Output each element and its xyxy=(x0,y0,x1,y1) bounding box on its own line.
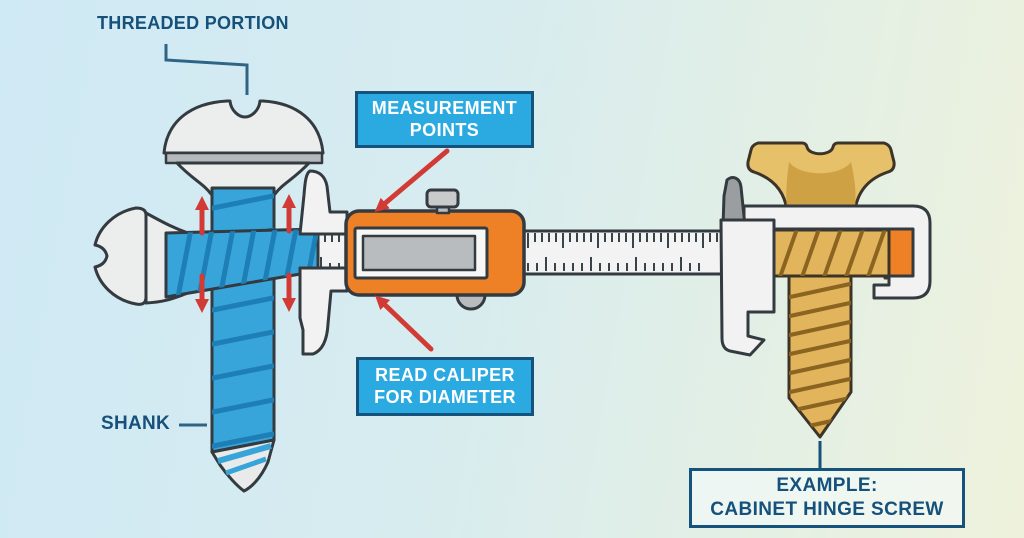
tick-or-ridge xyxy=(212,295,274,313)
connector-lines xyxy=(164,44,822,470)
slider-jaw xyxy=(719,218,776,357)
callout-line: READ CALIPER xyxy=(375,364,515,385)
callout-line: POINTS xyxy=(409,119,480,140)
tick-or-ridge xyxy=(789,320,851,337)
tick-or-ridge xyxy=(777,230,800,276)
tick-or-ridge xyxy=(212,329,274,347)
read-caliper-arrow xyxy=(375,295,434,352)
caliper-upper-jaw xyxy=(298,169,349,236)
example-line: CABINET HINGE SCREW xyxy=(710,499,944,520)
tip-thread-stripe xyxy=(217,443,272,464)
tick-or-ridge xyxy=(174,229,195,297)
tick-or-ridge xyxy=(865,230,888,276)
vertical-blue-screw xyxy=(162,99,325,493)
caliper-lower-jaw xyxy=(298,266,349,356)
tick-or-ridge xyxy=(789,396,851,413)
tick-or-ridge xyxy=(789,358,851,375)
lock-screw-cap xyxy=(425,188,460,209)
tick-or-ridge xyxy=(212,193,274,211)
tick-or-ridge xyxy=(789,377,851,394)
threaded-portion-label: THREADED PORTION xyxy=(97,13,289,33)
tick-or-ridge xyxy=(212,431,274,449)
caliper-right-end xyxy=(719,176,932,357)
tick-or-ridge xyxy=(821,230,844,276)
tip-thread-stripe xyxy=(225,456,267,476)
lcd-display xyxy=(361,234,477,272)
tick-or-ridge xyxy=(799,230,822,276)
measurement-points-callout: MEASUREMENT POINTS xyxy=(355,91,534,148)
threaded-portion-connector xyxy=(164,44,249,95)
measurement-point-arrows xyxy=(195,148,450,352)
right-frame-bracket xyxy=(742,204,932,300)
callout-line: MEASUREMENT xyxy=(371,97,518,118)
screw-head xyxy=(93,206,148,306)
read-caliper-callout: READ CALIPER FOR DIAMETER xyxy=(356,357,534,416)
tick-or-ridge xyxy=(789,339,851,356)
callout-line: FOR DIAMETER xyxy=(374,386,516,407)
shank-label: SHANK xyxy=(101,413,171,434)
tick-or-ridge xyxy=(212,363,274,381)
example-line: EXAMPLE: xyxy=(776,475,878,497)
thread-ridges xyxy=(777,230,888,276)
digital-caliper xyxy=(298,169,526,356)
example-box: EXAMPLE: CABINET HINGE SCREW xyxy=(689,468,965,528)
tick-or-ridge xyxy=(843,230,866,276)
screw-head xyxy=(162,99,325,155)
horizontal-blue-screw xyxy=(93,206,320,306)
tick-or-ridge xyxy=(789,301,851,318)
tick-or-ridge xyxy=(212,397,274,415)
screw-head-shading xyxy=(786,162,856,210)
tick-or-ridge xyxy=(789,282,851,299)
measurement-points-arrow xyxy=(374,148,450,213)
